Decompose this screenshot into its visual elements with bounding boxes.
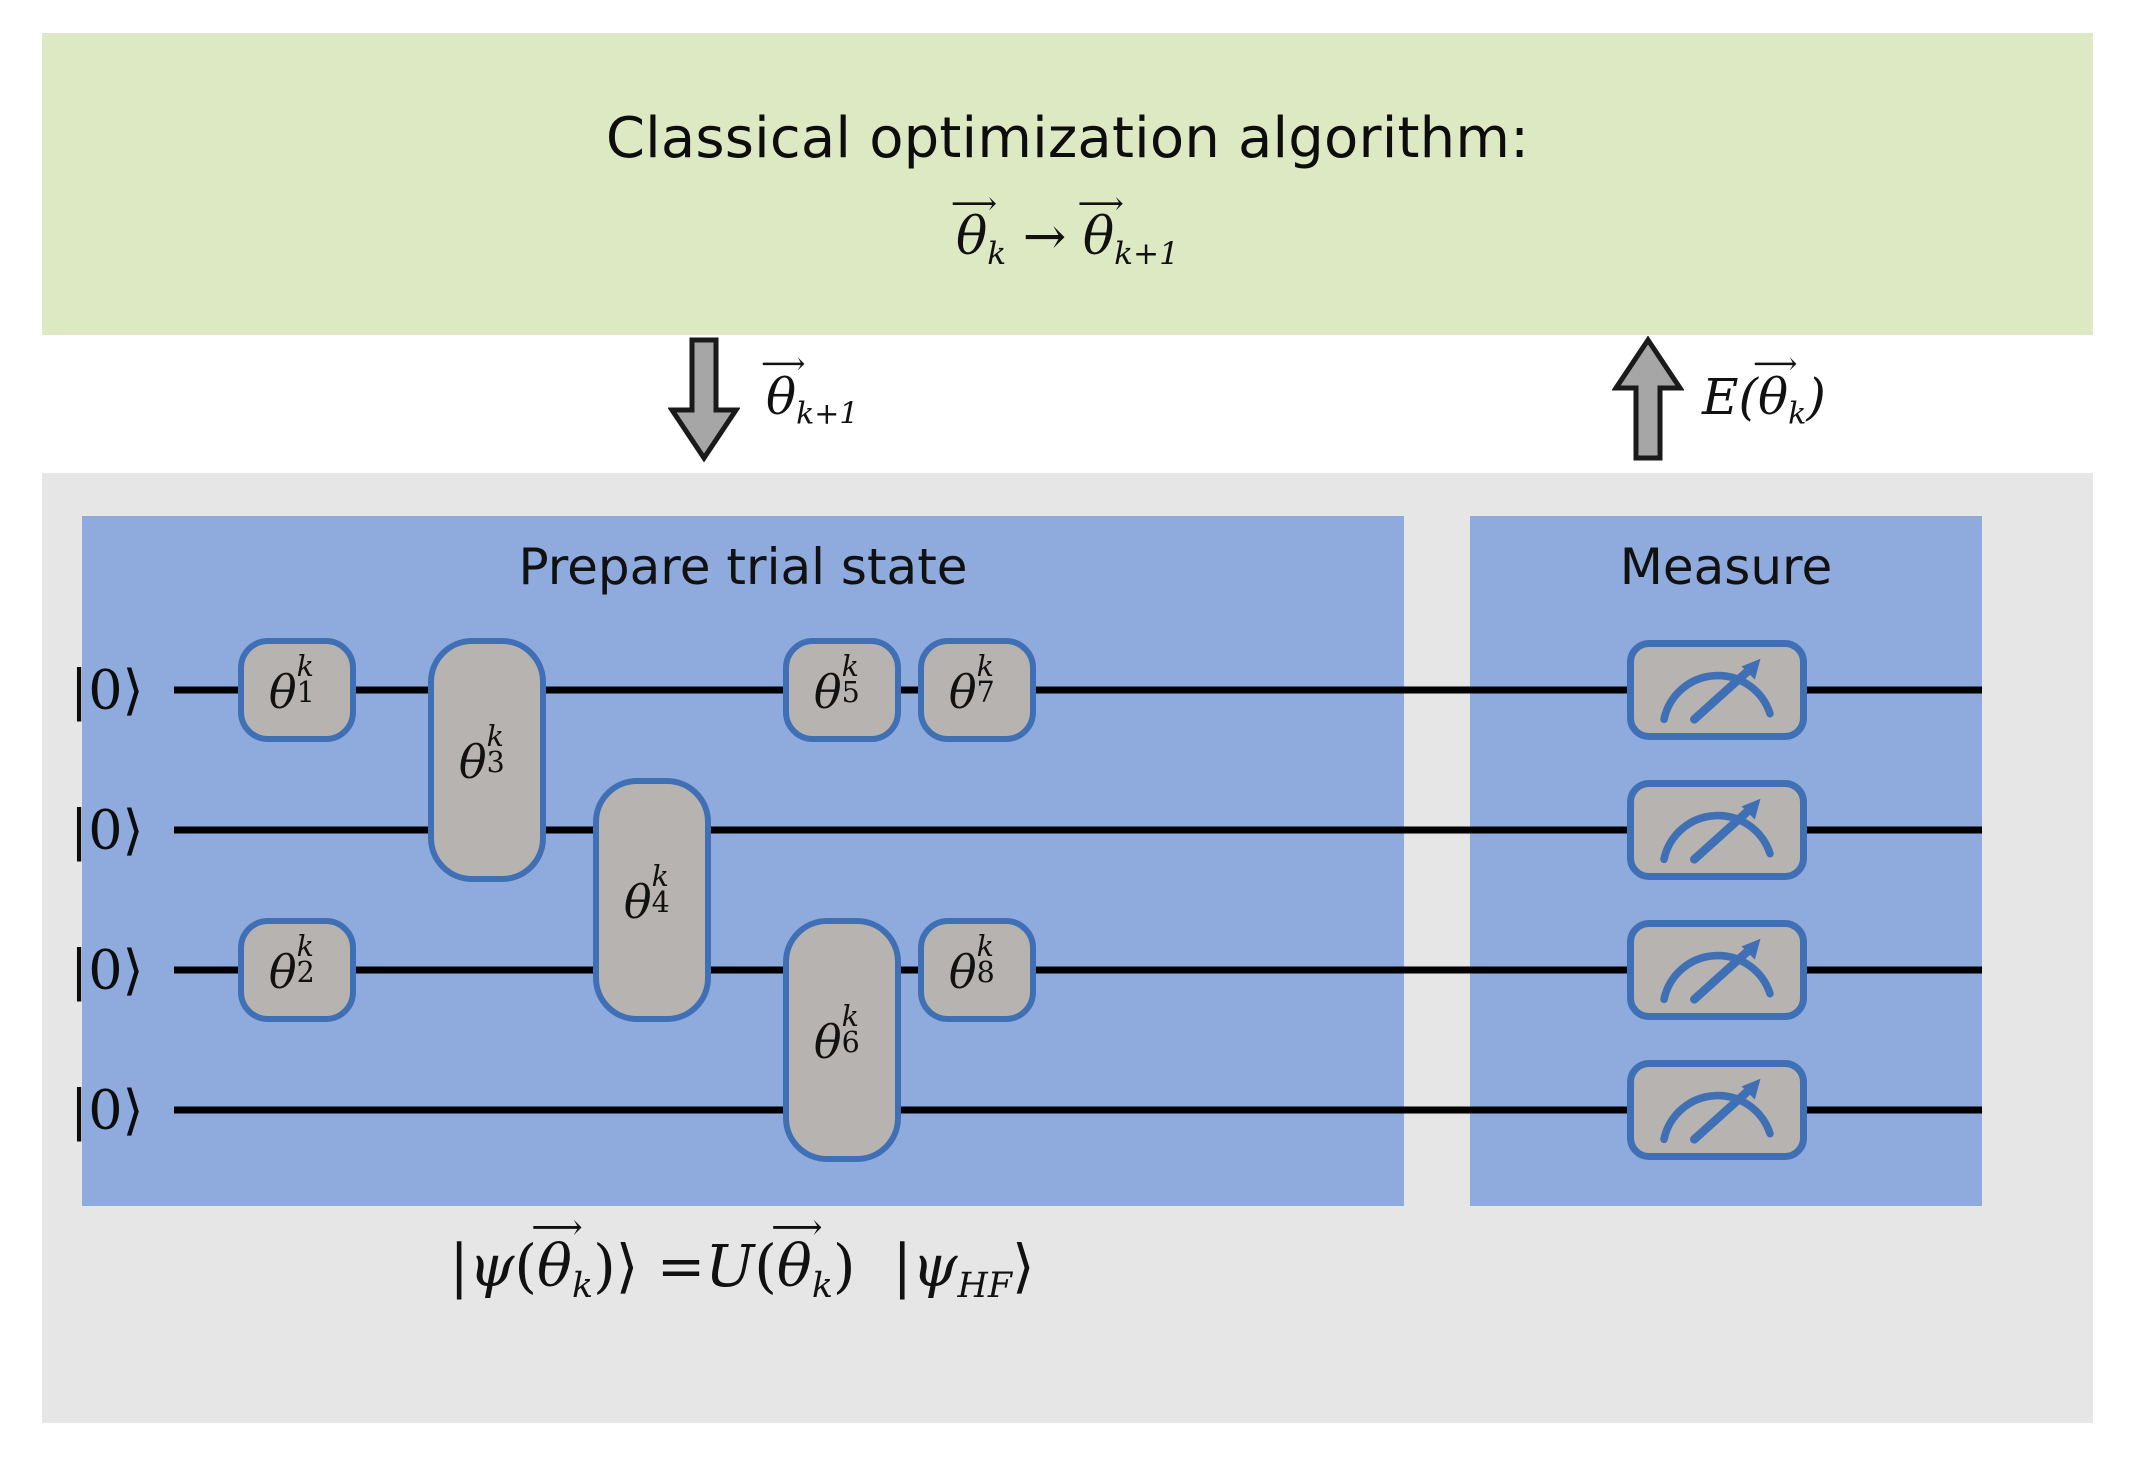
qubit-wire-1 xyxy=(174,826,1982,834)
qubit-ket-1: |0⟩ xyxy=(70,798,144,862)
measure-gate-q1[interactable] xyxy=(1627,780,1807,880)
down-arrow-label: ⟶θk+1 xyxy=(761,345,859,432)
theta-k-plus-1-subscript: k+1 xyxy=(1114,235,1180,272)
energy-up-flow: E(⟶θk) xyxy=(1612,336,1826,464)
parameters-down-flow: ⟶θk+1 xyxy=(668,336,859,464)
measure-gate-q0[interactable] xyxy=(1627,640,1807,740)
classical-update-rule: ⟶θk → ⟶θk+1 xyxy=(950,184,1180,272)
qubit-ket-2: |0⟩ xyxy=(70,938,144,1002)
gauge-meter-icon xyxy=(1660,658,1774,724)
measure-title: Measure xyxy=(1619,538,1833,596)
prepare-trial-state-panel: Prepare trial state xyxy=(82,516,1404,1206)
rightwards-arrow-icon: → xyxy=(1022,207,1067,268)
theta-k-plus-1-vector: ⟶θ xyxy=(1077,184,1124,268)
theta-k-subscript: k xyxy=(987,235,1007,272)
qubit-ket-3: |0⟩ xyxy=(70,1078,144,1142)
qubit-ket-0: |0⟩ xyxy=(70,658,144,722)
qubit-wire-3 xyxy=(174,1106,1982,1114)
classical-optimizer-box: Classical optimization algorithm: ⟶θk → … xyxy=(42,33,2093,335)
trial-state-equation: |ψ(⟶θk)⟩ =U(⟶θk) |ψHF⟩ xyxy=(449,1206,1035,1307)
prepare-trial-state-title: Prepare trial state xyxy=(518,538,968,596)
measure-gate-q2[interactable] xyxy=(1627,920,1807,1020)
down-arrow-icon xyxy=(668,337,740,463)
up-arrow-label: E(⟶θk) xyxy=(1702,345,1826,432)
classical-optimizer-title: Classical optimization algorithm: xyxy=(605,106,1530,172)
theta-k-vector: ⟶θ xyxy=(950,184,998,268)
qubit-wire-2 xyxy=(174,966,1982,974)
gauge-meter-icon xyxy=(1660,1078,1774,1144)
up-arrow-icon xyxy=(1612,336,1684,461)
measure-gate-q3[interactable] xyxy=(1627,1060,1807,1160)
gauge-meter-icon xyxy=(1660,938,1774,1004)
qubit-wire-0 xyxy=(174,686,1982,694)
gauge-meter-icon xyxy=(1660,798,1774,864)
